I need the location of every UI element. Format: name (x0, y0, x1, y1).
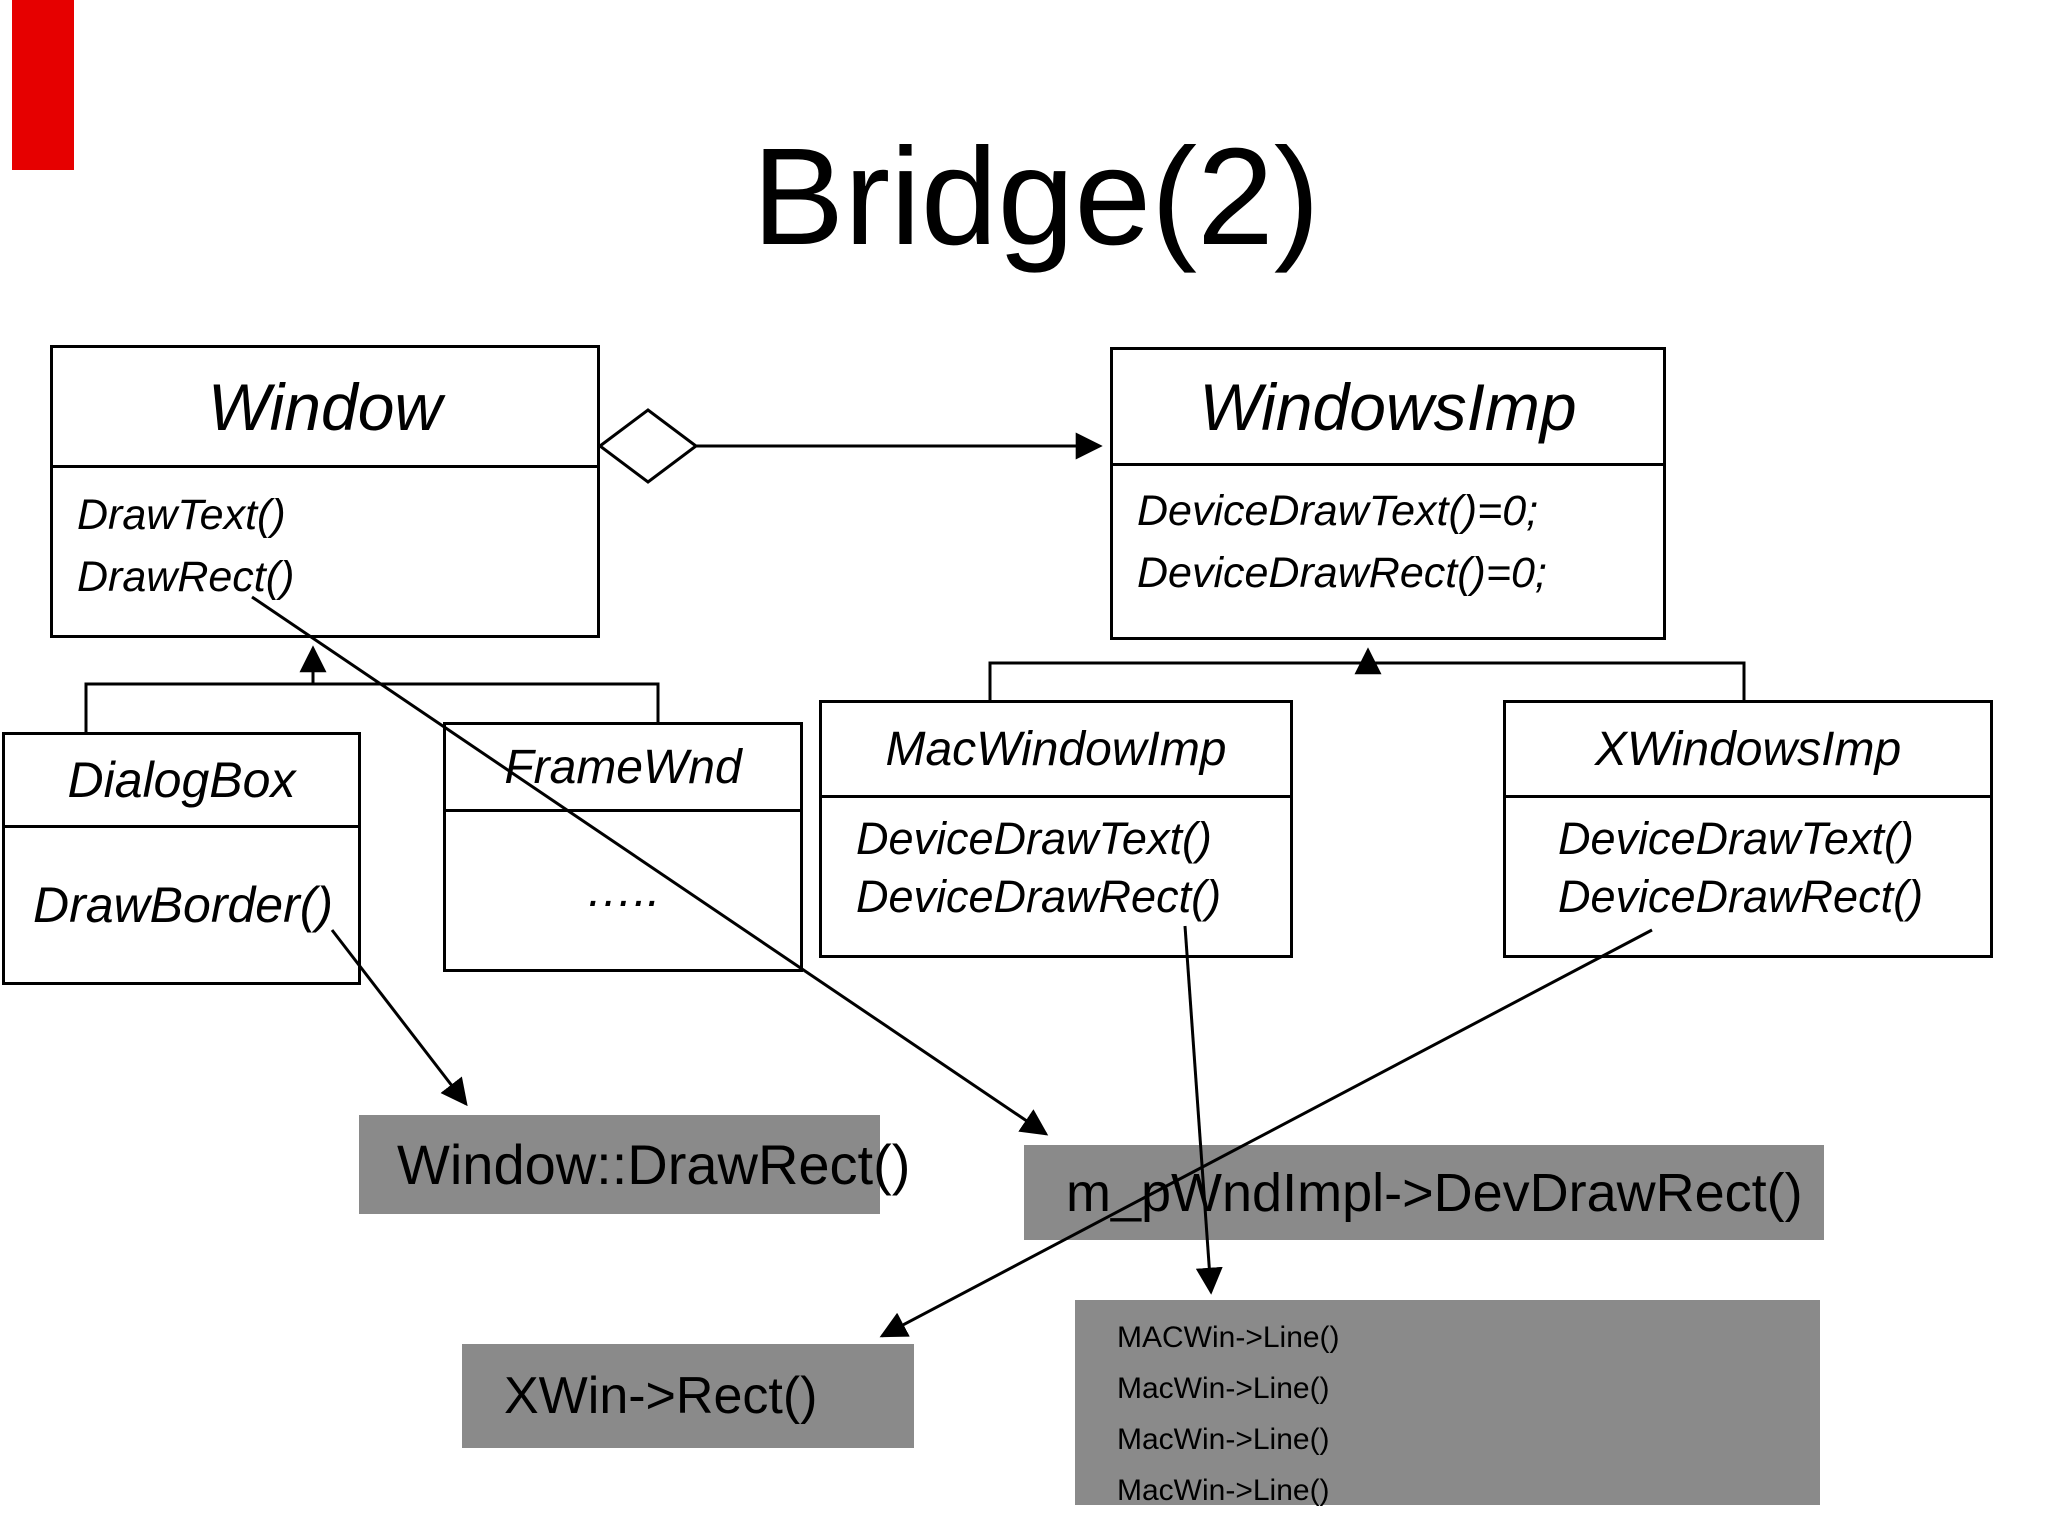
note-window-drawrect: Window::DrawRect() (359, 1115, 910, 1214)
macwin-call-line: MacWin->Line() (1117, 1423, 1330, 1456)
class-methods-xwindowsimp: DeviceDrawText() DeviceDrawRect() (1506, 798, 1990, 955)
method-mac-devicedrawrect: DeviceDrawRect() (856, 871, 1222, 922)
macwin-call-line: MACWin->Line() (1117, 1321, 1340, 1354)
method-devicedrawtext-abstract: DeviceDrawText()=0; (1137, 487, 1539, 535)
method-drawtext: DrawText() (77, 491, 286, 539)
class-box-dialogbox: DialogBox DrawBorder() (2, 732, 361, 985)
class-box-windowsimp: WindowsImp DeviceDrawText()=0; DeviceDra… (1110, 347, 1666, 640)
class-box-xwindowsimp: XWindowsImp DeviceDrawText() DeviceDrawR… (1503, 700, 1993, 958)
class-name-window: Window (53, 348, 597, 468)
method-x-devicedrawtext: DeviceDrawText() (1558, 813, 1914, 864)
class-methods-framewnd: ….. (446, 812, 800, 969)
note-xwin-call: XWin->Rect() (462, 1344, 914, 1448)
class-name-dialogbox: DialogBox (5, 735, 358, 828)
method-ellipsis: ….. (585, 864, 661, 917)
class-name-xwindowsimp: XWindowsImp (1506, 703, 1990, 798)
method-drawborder: DrawBorder() (33, 877, 334, 933)
macwin-call-line: MacWin->Line() (1117, 1372, 1330, 1405)
method-x-devicedrawrect: DeviceDrawRect() (1558, 871, 1924, 922)
class-box-framewnd: FrameWnd ….. (443, 722, 803, 972)
method-mac-devicedrawtext: DeviceDrawText() (856, 813, 1212, 864)
class-methods-windowsimp: DeviceDrawText()=0; DeviceDrawRect()=0; (1113, 466, 1663, 637)
aggregation-diamond-icon (597, 408, 699, 484)
note-impl-call: m_pWndImpl->DevDrawRect() (1024, 1145, 1824, 1240)
red-accent-bar (12, 0, 74, 170)
class-methods-macwindowimp: DeviceDrawText() DeviceDrawRect() (822, 798, 1290, 955)
note-macwin-calls: MACWin->Line() MacWin->Line() MacWin->Li… (1075, 1300, 1820, 1507)
arrow-ximp-to-xwin-note (879, 928, 1653, 1338)
class-methods-dialogbox: DrawBorder() (5, 828, 358, 982)
class-name-framewnd: FrameWnd (446, 725, 800, 812)
method-drawrect: DrawRect() (77, 553, 295, 601)
method-devicedrawrect-abstract: DeviceDrawRect()=0; (1137, 549, 1547, 597)
class-box-macwindowimp: MacWindowImp DeviceDrawText() DeviceDraw… (819, 700, 1293, 958)
inheritance-bracket-windowsimp (988, 661, 1746, 700)
macwin-call-line: MacWin->Line() (1117, 1474, 1330, 1507)
class-name-windowsimp: WindowsImp (1113, 350, 1663, 466)
class-box-window: Window DrawText() DrawRect() (50, 345, 600, 638)
page-title: Bridge(2) (752, 120, 1320, 274)
class-name-macwindowimp: MacWindowImp (822, 703, 1290, 798)
class-methods-window: DrawText() DrawRect() (53, 468, 597, 635)
